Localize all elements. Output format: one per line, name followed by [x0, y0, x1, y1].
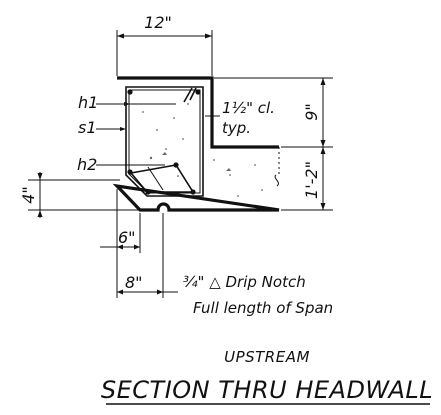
- dim-right-lower-height: 1'-2": [302, 161, 321, 199]
- rebar-dot: [195, 89, 201, 95]
- dim-bottom-width: 8": [125, 273, 143, 292]
- rebar-dot: [173, 162, 179, 168]
- concrete-stipple: [142, 103, 263, 197]
- rebar-dot: [145, 189, 151, 195]
- bar-label-s1-arrow: [120, 127, 126, 131]
- dim-bottom-inner-arrows: [117, 244, 140, 250]
- clear-cover-line2: typ.: [222, 119, 251, 137]
- stirrup-s1-inner: [128, 89, 201, 194]
- dim-bottom-inner-width: 6": [118, 228, 136, 247]
- drip-notch-note: Full length of Span: [193, 299, 333, 317]
- stirrup-s1: [125, 86, 204, 197]
- rebar-dot: [190, 189, 196, 195]
- bar-label-s1: s1: [78, 118, 97, 137]
- rebar-dot: [127, 89, 133, 95]
- bar-label-h1-arrow: [124, 102, 130, 106]
- upstream-caption: UPSTREAM: [224, 348, 310, 366]
- bar-h2-diagonal: [147, 166, 164, 191]
- bar-label-h1: h1: [78, 93, 98, 112]
- rebar-dot: [127, 169, 133, 175]
- stirrup-hook: [183, 87, 197, 103]
- bar-label-h2: h2: [77, 155, 97, 174]
- dim-top-width: 12": [144, 13, 172, 32]
- dim-right-upper-height: 9": [302, 103, 321, 121]
- dim-left-height: 4": [19, 186, 38, 204]
- break-line-symbol: [274, 174, 279, 187]
- section-title: SECTION THRU HEADWALL: [101, 376, 433, 404]
- dim-right-arrows: [320, 78, 326, 210]
- drip-notch-label: ¾" △ Drip Notch: [183, 273, 306, 291]
- clear-cover-line1: 1½" cl.: [222, 99, 275, 117]
